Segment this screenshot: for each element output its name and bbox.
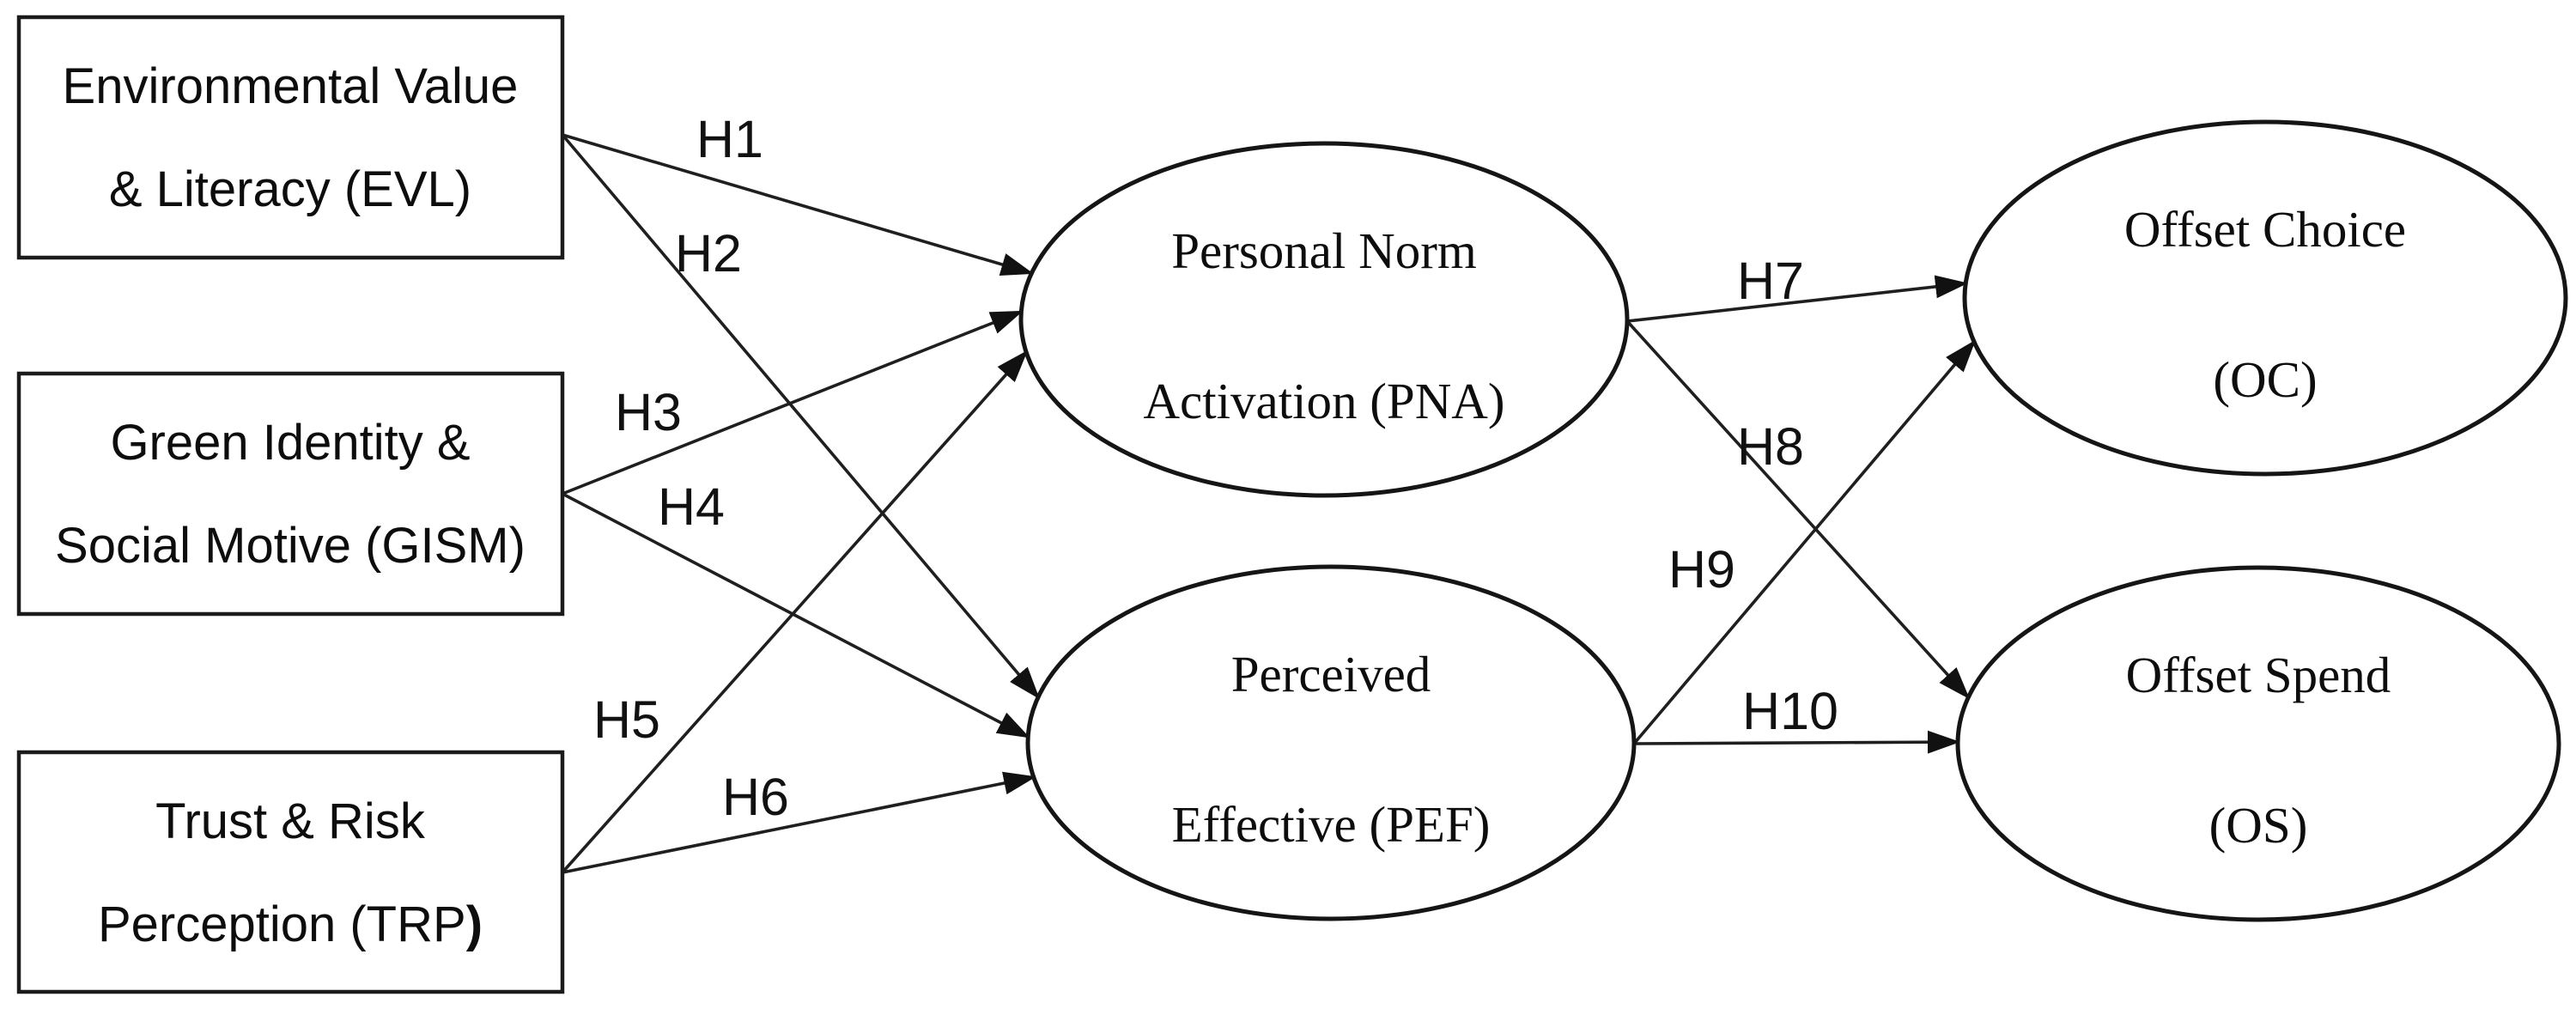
edge-h8-pna-to-os <box>1625 319 1971 700</box>
node-pna-label-line2: Activation (PNA) <box>1143 373 1504 429</box>
node-evl-label-line2: & Literacy (EVL) <box>109 161 471 217</box>
node-os-ellipse <box>1955 565 2561 922</box>
node-trp-label-line1: Trust & Risk <box>155 793 426 849</box>
node-evl-label-line1: Environmental Value <box>63 58 519 114</box>
node-gism-label-line2: Social Motive (GISM) <box>55 518 526 574</box>
edge-h5-trp-to-pna <box>561 350 1028 874</box>
node-gism: Green Identity & Social Motive (GISM) <box>16 371 565 617</box>
node-oc-label-line2: (OC) <box>2213 351 2317 408</box>
node-trp-label-line2: Perception (TRP) <box>98 897 483 952</box>
hypothesis-labels: H1 H2 H3 H4 H5 H6 H7 H8 H9 H10 <box>593 110 1838 826</box>
label-h8: H8 <box>1737 417 1804 476</box>
node-oc-label-line1: Offset Choice <box>2124 201 2406 258</box>
node-gism-label-line1: Green Identity & <box>110 415 470 471</box>
edge-h6-trp-to-pef <box>562 771 1036 874</box>
node-os: Offset Spend (OS) <box>1955 565 2561 922</box>
node-os-label-line2: (OS) <box>2209 797 2308 854</box>
node-pef: Perceived Effective (PEF) <box>1025 564 1637 921</box>
node-evl: Environmental Value & Literacy (EVL) <box>16 15 565 260</box>
label-h3: H3 <box>615 383 682 441</box>
edge-h4-gism-to-pef <box>562 492 1030 739</box>
label-h6: H6 <box>722 768 789 826</box>
edge-h9-pef-to-oc <box>1632 339 1976 745</box>
edge-h2-evl-to-pef <box>561 133 1040 700</box>
node-evl-box <box>16 15 565 260</box>
edge-h7-pna-to-oc <box>1626 275 1968 323</box>
node-oc: Offset Choice (OC) <box>1962 119 2568 477</box>
node-pef-label-line2: Effective (PEF) <box>1172 796 1491 853</box>
node-pna: Personal Norm Activation (PNA) <box>1018 141 1630 498</box>
node-pef-ellipse <box>1025 564 1637 921</box>
label-h1: H1 <box>696 110 763 168</box>
node-trp: Trust & Risk Perception (TRP) <box>16 750 565 994</box>
label-h4: H4 <box>658 477 725 536</box>
node-oc-ellipse <box>1962 119 2568 477</box>
node-os-label-line1: Offset Spend <box>2126 647 2391 703</box>
label-h9: H9 <box>1668 540 1735 599</box>
label-h10: H10 <box>1742 682 1838 740</box>
node-pef-label-line1: Perceived <box>1231 646 1431 702</box>
node-pna-label-line1: Personal Norm <box>1171 222 1477 279</box>
edge-h1-evl-to-pna <box>562 133 1034 277</box>
edge-h10-pef-to-os <box>1633 730 1960 754</box>
node-trp-box <box>16 750 565 994</box>
label-h7: H7 <box>1737 252 1804 310</box>
edges <box>561 133 1976 874</box>
label-h5: H5 <box>593 690 660 749</box>
node-pna-ellipse <box>1018 141 1630 498</box>
node-gism-box <box>16 371 565 617</box>
edge-h3-gism-to-pna <box>562 310 1024 495</box>
label-h2: H2 <box>675 224 742 283</box>
